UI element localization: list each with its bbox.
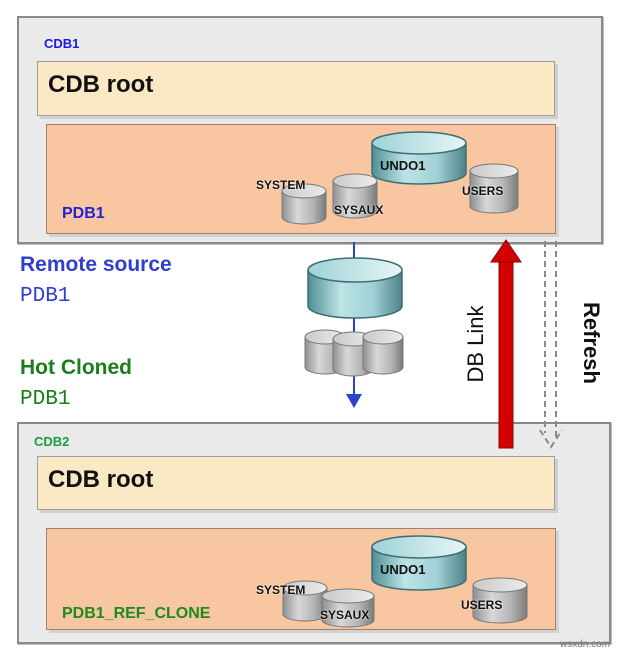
cdb1-label: CDB1: [44, 36, 80, 51]
cdb1-sysaux-label: SYSAUX: [334, 203, 384, 217]
transfer-undo-disk-icon: [307, 257, 403, 319]
cdb1-users-label: USERS: [462, 184, 504, 198]
refresh-arrow: [539, 241, 563, 449]
cdb2-system-label: SYSTEM: [256, 583, 306, 597]
db-link-label: DB Link: [463, 305, 488, 383]
cdb1-undo1-label: UNDO1: [380, 158, 426, 173]
cdb2-undo1-label: UNDO1: [380, 562, 426, 577]
cdb2-sysaux-label: SYSAUX: [320, 608, 370, 622]
refresh-label: Refresh: [579, 302, 604, 384]
transfer-datafiles-disk-icon: [304, 329, 404, 377]
cdb1-system-disk-icon: [281, 183, 327, 225]
cdb2-sysaux-disk-icon: [321, 588, 375, 628]
cdb2-users-disk-icon: [472, 577, 528, 624]
cdb1-undo1-disk-icon: [371, 131, 467, 185]
cdb1-root-box: [37, 61, 555, 116]
cdb1-root-label: CDB root: [48, 71, 154, 98]
hot-cloned-title: Hot Cloned: [20, 356, 132, 379]
cdb2-root-box: [37, 456, 555, 510]
cdb1-users-disk-icon: [469, 163, 519, 214]
cdb2-undo1-disk-icon: [371, 535, 467, 591]
hot-cloned-name: PDB1: [20, 388, 71, 411]
cdb1-system-label: SYSTEM: [256, 178, 306, 192]
db-link-arrow: [490, 239, 522, 449]
watermark: wsxdn.com: [560, 639, 611, 650]
cdb2-label: CDB2: [34, 434, 70, 449]
cdb2-root-label: CDB root: [48, 466, 154, 493]
pdb1-label: PDB1: [62, 205, 105, 222]
cdb1-sysaux-disk-icon: [332, 173, 378, 219]
pdb1-ref-clone-label: PDB1_REF_CLONE: [62, 605, 211, 622]
remote-source-name: PDB1: [20, 285, 71, 308]
remote-source-title: Remote source: [20, 253, 172, 276]
cdb2-users-label: USERS: [461, 598, 503, 612]
cdb2-system-disk-icon: [282, 580, 328, 622]
